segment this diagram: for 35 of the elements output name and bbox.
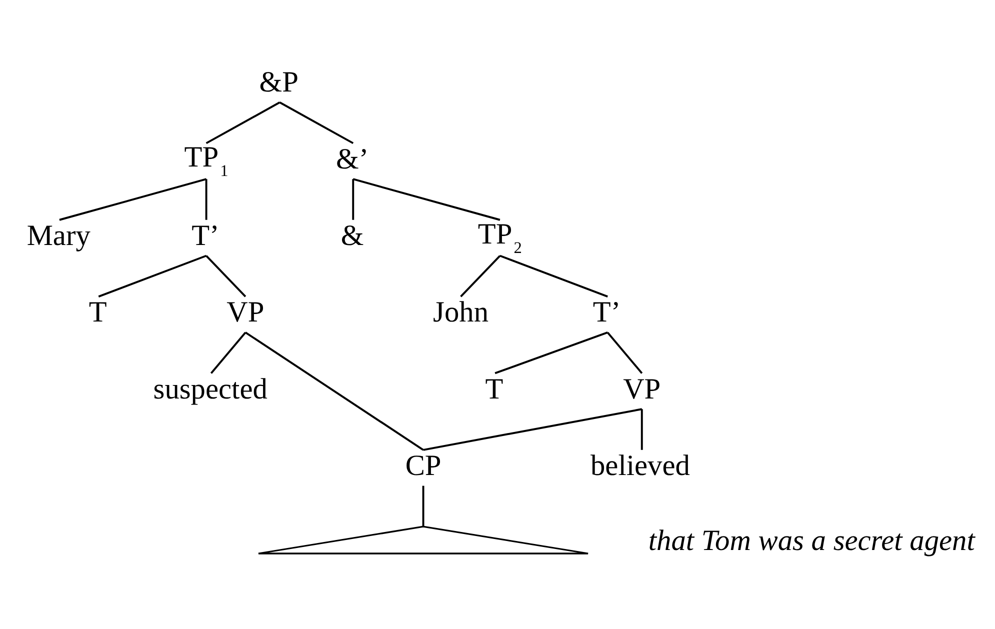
node-text: VP: [623, 373, 661, 406]
connector: [460, 255, 501, 298]
node-text: &: [340, 220, 364, 252]
node-text: T’: [592, 296, 621, 329]
node-text: suspected: [153, 373, 268, 406]
connector: [352, 179, 354, 220]
connector: [422, 486, 424, 527]
connector: [423, 408, 642, 451]
connector: [206, 255, 246, 298]
node-text: believed: [590, 450, 690, 482]
connector: [98, 254, 207, 298]
node-text: &’: [336, 143, 369, 176]
node-text: T: [88, 296, 107, 329]
connector: [640, 409, 643, 450]
node-text: T: [485, 373, 504, 406]
node-text: VP: [226, 296, 264, 329]
connector: [279, 102, 354, 144]
node-text: TP$_{2}$: [478, 218, 522, 257]
node-text: T’: [192, 220, 220, 252]
node-text: Mary: [26, 220, 90, 252]
node-text: CP: [405, 450, 442, 482]
connector: [352, 178, 500, 221]
connector: [206, 102, 280, 144]
node-text: John: [433, 296, 489, 329]
node-text: TP$_{1}$: [184, 142, 228, 180]
node-text: &P: [259, 66, 298, 99]
connector: [494, 332, 608, 374]
connector: [210, 332, 246, 374]
connector: [244, 332, 424, 451]
connector: [205, 179, 208, 220]
connector: [59, 178, 207, 221]
connector: [606, 332, 643, 374]
node-triangle: [258, 526, 589, 554]
label: that Tom was a secret agent: [648, 525, 975, 558]
connector: [500, 254, 608, 298]
